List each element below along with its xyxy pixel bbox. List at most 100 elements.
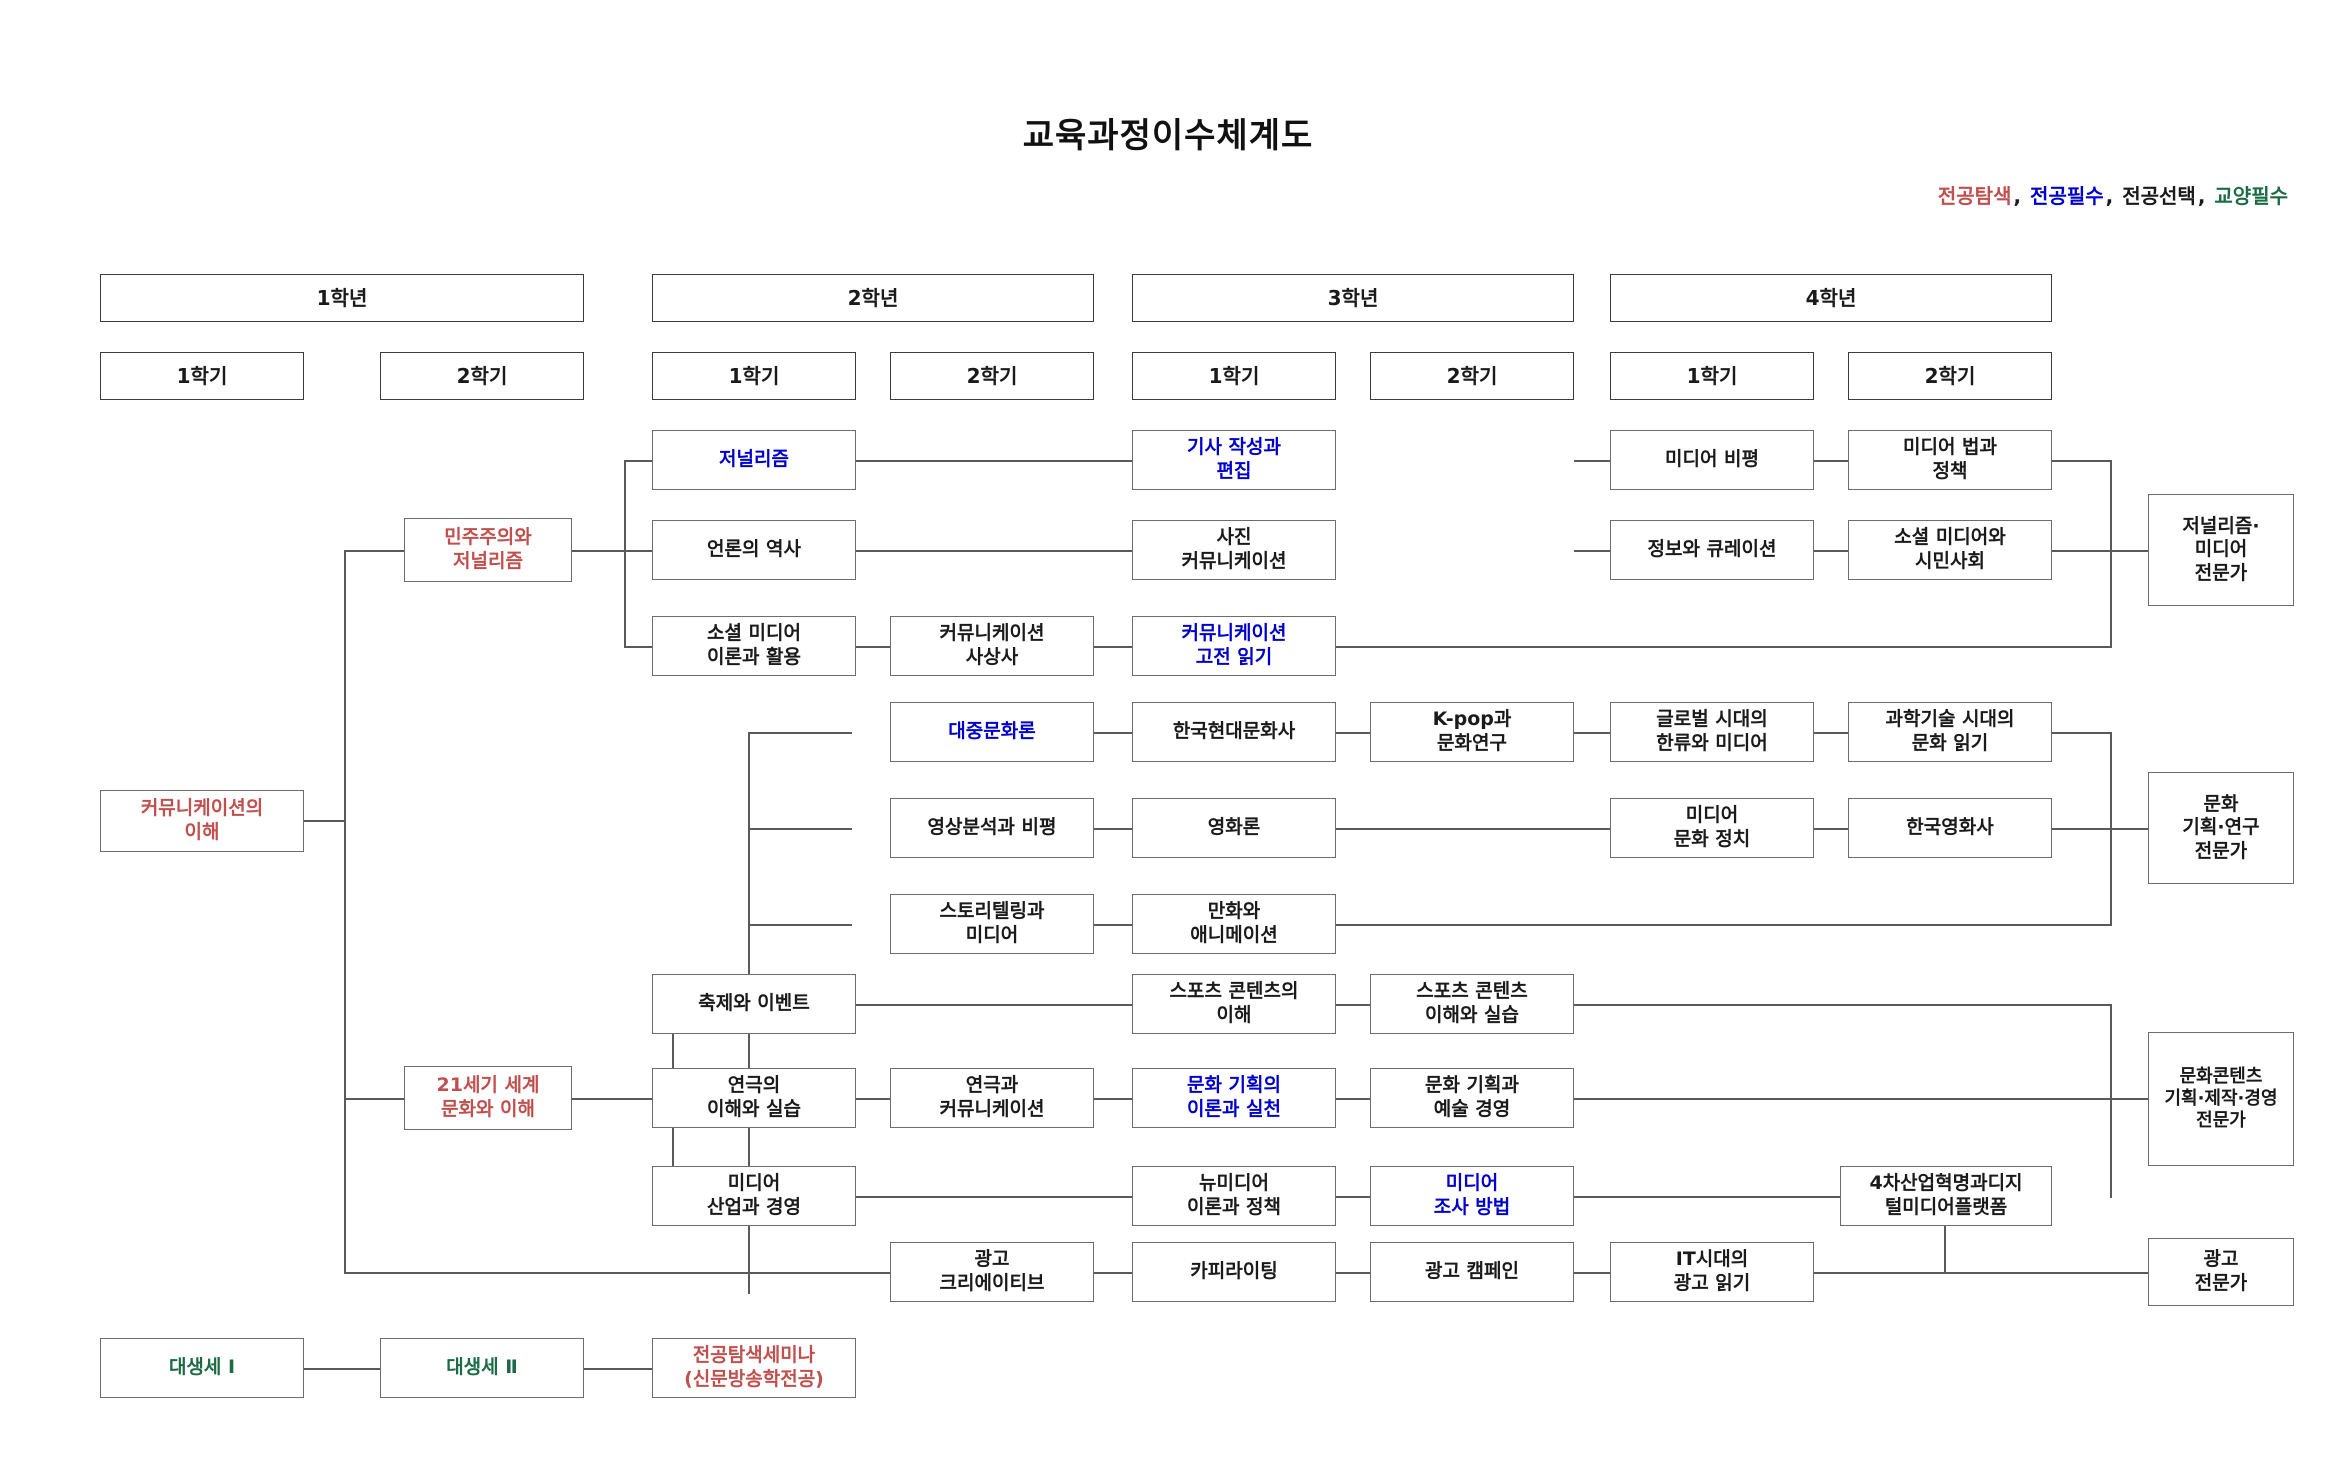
course-it-era-advertising-reading[interactable]: IT시대의 광고 읽기 [1610,1242,1814,1302]
course-communication-classics-reading[interactable]: 커뮤니케이션 고전 읽기 [1132,616,1336,676]
connector-k-r2-c [1336,1098,1370,1100]
legend-item-general-required: 교양필수 [2214,184,2288,208]
course-theatre-understanding-practice[interactable]: 연극의 이해와 실습 [652,1068,856,1128]
course-advertising-campaign[interactable]: 광고 캠페인 [1370,1242,1574,1302]
semester-box-3-2: 2학기 [1370,352,1574,400]
connector-culture-to-outcome [2110,828,2148,830]
connector-j-r1-a [856,460,1132,462]
course-culture-planning-art-management[interactable]: 문화 기획과 예술 경영 [1370,1068,1574,1128]
connector-ad-out [1814,1272,2148,1274]
connector-k-r2-a [856,1098,890,1100]
outcome-culture-planning-research-expert[interactable]: 문화 기획·연구 전문가 [2148,772,2294,884]
connector-c-r1-c [1574,732,1610,734]
connector-j-r2-b [1574,550,1610,552]
connector-c-r1-a [1094,732,1132,734]
foundation-course-daesaengse-1[interactable]: 대생세 Ⅰ [100,1338,304,1398]
connector-ad-a [1094,1272,1132,1274]
connector-trunk-to-culture21-gateway [344,1098,404,1100]
outcome-culture-contents-expert[interactable]: 문화콘텐츠 기획·제작·경영 전문가 [2148,1032,2294,1166]
connector-j-r2-out [2052,550,2110,552]
connector-journalism-row2-in [624,550,652,552]
year-header-1: 1학년 [100,274,584,322]
semester-box-1-1: 1학기 [100,352,304,400]
outcome-journalism-media-expert[interactable]: 저널리즘· 미디어 전문가 [2148,494,2294,606]
connector-ad-c [1574,1272,1610,1274]
course-sports-contents-practice[interactable]: 스포츠 콘텐츠 이해와 실습 [1370,974,1574,1034]
course-popular-culture-theory[interactable]: 대중문화론 [890,702,1094,762]
course-4th-industrial-revolution-digital-media-platform[interactable]: 4차산업혁명과디지 털미디어플랫폼 [1840,1166,2052,1226]
connector-journalism-row1-in [624,460,652,462]
connector-4th-industry-drop [1944,1222,1946,1272]
connector-j-r1-c [1814,460,1848,462]
year-header-2: 2학년 [652,274,1094,322]
semester-box-4-2: 2학기 [1848,352,2052,400]
root-node-communication-understanding[interactable]: 커뮤니케이션의 이해 [100,790,304,852]
connector-journalism-fan [624,460,626,646]
connector-c-r1-d [1814,732,1848,734]
semester-box-2-2: 2학기 [890,352,1094,400]
course-communication-thought-history[interactable]: 커뮤니케이션 사상사 [890,616,1094,676]
course-advertising-creative[interactable]: 광고 크리에이티브 [890,1242,1094,1302]
year-header-3: 3학년 [1132,274,1574,322]
course-article-writing-editing[interactable]: 기사 작성과 편집 [1132,430,1336,490]
connector-main-trunk [344,550,346,1272]
course-global-hallyu-media[interactable]: 글로벌 시대의 한류와 미디어 [1610,702,1814,762]
legend-item-major-required: 전공필수 [2030,184,2104,208]
course-theatre-communication[interactable]: 연극과 커뮤니케이션 [890,1068,1094,1128]
connector-j-r3-long [1336,646,2110,648]
connector-j-r3-b [1094,646,1132,648]
course-korean-modern-culture-history[interactable]: 한국현대문화사 [1132,702,1336,762]
course-media-criticism[interactable]: 미디어 비평 [1610,430,1814,490]
course-sports-contents-understanding[interactable]: 스포츠 콘텐츠의 이해 [1132,974,1336,1034]
connector-j-r3-a [856,646,890,648]
course-film-theory[interactable]: 영화론 [1132,798,1336,858]
connector-c-r1-out [2052,732,2110,734]
course-photo-communication[interactable]: 사진 커뮤니케이션 [1132,520,1336,580]
legend-sep-2: , [2197,184,2213,208]
foundation-course-daesaengse-2[interactable]: 대생세 Ⅱ [380,1338,584,1398]
course-media-culture-politics[interactable]: 미디어 문화 정치 [1610,798,1814,858]
course-storytelling-media[interactable]: 스토리텔링과 미디어 [890,894,1094,954]
course-science-tech-culture-reading[interactable]: 과학기술 시대의 문화 읽기 [1848,702,2052,762]
course-media-law-policy[interactable]: 미디어 법과 정책 [1848,430,2052,490]
course-comics-animation[interactable]: 만화와 애니메이션 [1132,894,1336,954]
foundation-course-major-exploration-seminar[interactable]: 전공탐색세미나 (신문방송학전공) [652,1338,856,1398]
outcome-advertising-expert[interactable]: 광고 전문가 [2148,1238,2294,1306]
connector-trunk-to-journalism-gateway [344,550,404,552]
connector-ad-b [1336,1272,1370,1274]
course-social-media-civil-society[interactable]: 소셜 미디어와 시민사회 [1848,520,2052,580]
connector-journalism-row3-in [624,646,652,648]
course-culture-planning-theory-practice[interactable]: 문화 기획의 이론과 실천 [1132,1068,1336,1128]
course-video-analysis-criticism[interactable]: 영상분석과 비평 [890,798,1094,858]
course-korean-film-history[interactable]: 한국영화사 [1848,798,2052,858]
connector-k-stack-vertical [748,1004,750,1294]
gateway-21c-world-culture[interactable]: 21세기 세계 문화와 이해 [404,1066,572,1130]
course-kpop-culture-studies[interactable]: K-pop과 문화연구 [1370,702,1574,762]
connector-found-1-2 [304,1368,380,1370]
connector-c-r2-out [2052,828,2110,830]
gateway-democracy-journalism[interactable]: 민주주의와 저널리즘 [404,518,572,582]
year-header-4: 4학년 [1610,274,2052,322]
course-festival-event[interactable]: 축제와 이벤트 [652,974,856,1034]
course-history-of-press[interactable]: 언론의 역사 [652,520,856,580]
connector-c-r3-a [1094,924,1132,926]
connector-culture-fan [748,732,750,1192]
course-media-industry-management[interactable]: 미디어 산업과 경영 [652,1166,856,1226]
course-media-research-methods[interactable]: 미디어 조사 방법 [1370,1166,1574,1226]
course-social-media-theory-use[interactable]: 소셜 미디어 이론과 활용 [652,616,856,676]
course-new-media-theory-policy[interactable]: 뉴미디어 이론과 정책 [1132,1166,1336,1226]
connector-found-2-3 [584,1368,652,1370]
connector-k-to-outcome [2110,1098,2148,1100]
connector-k-r1-a [856,1004,1132,1006]
connector-k-r3-b [1336,1196,1370,1198]
course-information-curation[interactable]: 정보와 큐레이션 [1610,520,1814,580]
legend-sep-1: , [2105,184,2121,208]
connector-j-r1-b [1574,460,1610,462]
connector-k-r2-long [1574,1098,2148,1100]
course-journalism[interactable]: 저널리즘 [652,430,856,490]
connector-j-r2-c [1814,550,1848,552]
connector-k-r3-c [1574,1196,1840,1198]
connector-k-r2-b [1094,1098,1132,1100]
course-copywriting[interactable]: 카피라이팅 [1132,1242,1336,1302]
connector-k-r1-long [1574,1004,2110,1006]
